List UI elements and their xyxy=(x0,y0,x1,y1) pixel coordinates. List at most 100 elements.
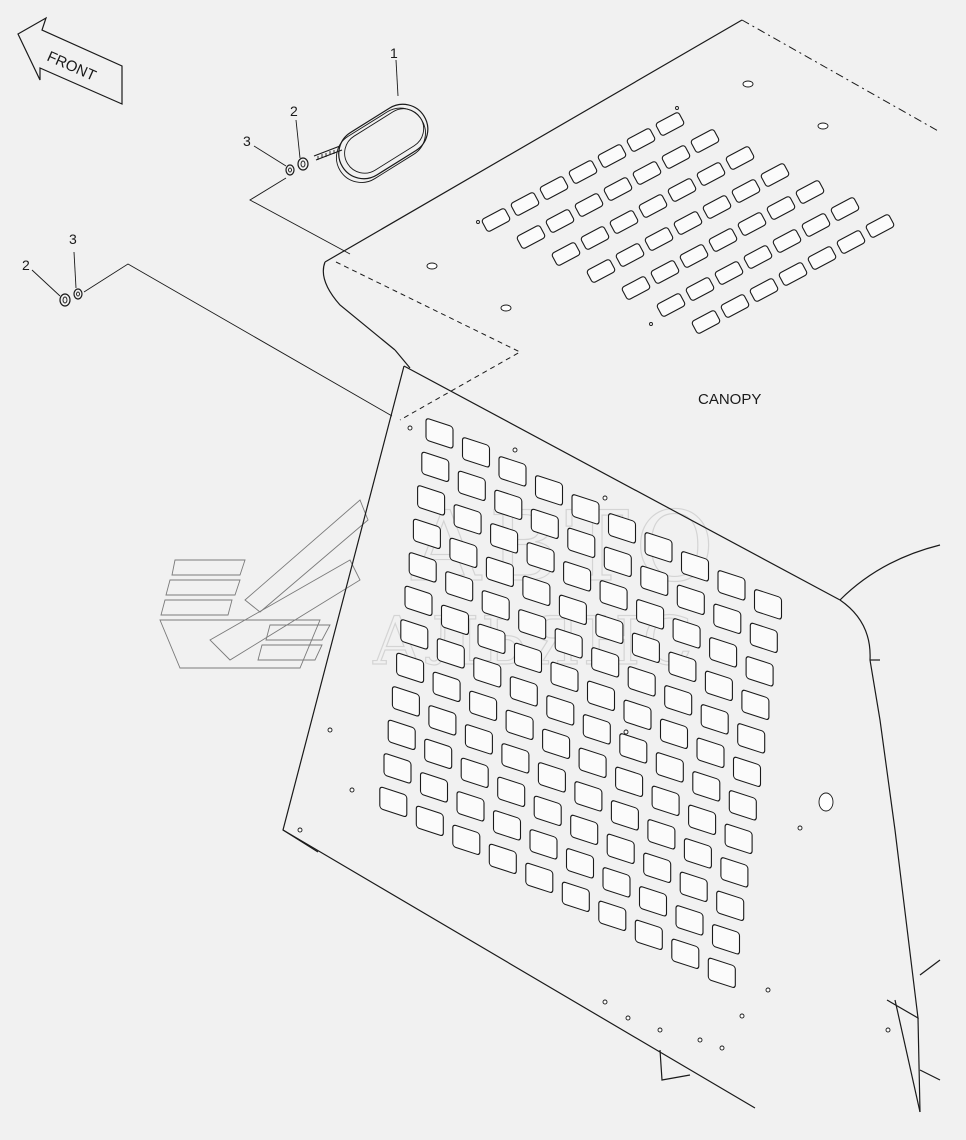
vent-slot xyxy=(720,857,749,888)
vent-slot xyxy=(498,456,527,487)
vent-slot xyxy=(636,599,665,630)
vent-slot xyxy=(610,800,639,831)
vent-slot xyxy=(737,212,767,236)
vent-slot xyxy=(795,180,825,204)
vent-slot xyxy=(627,666,656,697)
canopy-label: CANOPY xyxy=(698,391,761,408)
vent-slot xyxy=(464,724,493,755)
vent-slot xyxy=(391,686,420,717)
vent-slot xyxy=(647,819,676,850)
vent-slot xyxy=(672,618,701,649)
nut-top xyxy=(297,157,309,171)
vent-slot xyxy=(680,551,710,582)
vent-slot xyxy=(570,814,599,845)
vent-slot xyxy=(656,293,686,317)
vent-slot xyxy=(836,230,866,254)
vent-slot xyxy=(801,213,831,237)
vent-slot xyxy=(497,776,526,807)
vent-slot xyxy=(591,647,620,678)
vent-slot xyxy=(659,718,689,749)
callout-washer-left: 3 xyxy=(69,231,77,247)
vent-slot xyxy=(745,656,774,687)
vent-slot xyxy=(554,628,583,659)
vent-slot xyxy=(778,262,808,286)
vent-slot xyxy=(688,804,717,835)
vent-slot xyxy=(488,843,517,874)
vent-slot xyxy=(452,824,481,855)
vent-slot xyxy=(494,489,523,520)
vent-slot xyxy=(607,513,637,544)
vent-slot xyxy=(567,527,596,558)
vent-slot xyxy=(685,277,715,301)
vent-slot xyxy=(461,437,491,468)
vent-slot xyxy=(550,661,579,692)
vent-slot xyxy=(513,642,543,673)
vent-slot xyxy=(632,161,662,185)
vent-slot xyxy=(574,781,603,812)
vent-slot xyxy=(460,757,489,788)
vent-slot xyxy=(563,561,592,592)
rear-panel-holes xyxy=(297,425,891,1051)
vent-slot xyxy=(415,805,444,836)
vent-slot xyxy=(609,210,639,234)
washer-top xyxy=(285,164,295,176)
vent-slot xyxy=(400,619,429,650)
vent-slot xyxy=(638,886,668,917)
vent-slot xyxy=(510,192,540,216)
vent-slot xyxy=(456,791,485,822)
vent-slot xyxy=(807,246,837,270)
vent-slot xyxy=(453,504,482,535)
vent-slot xyxy=(582,714,611,745)
vent-slot xyxy=(580,226,610,250)
vent-slot xyxy=(530,508,559,539)
vent-slot xyxy=(673,211,703,235)
vent-slot xyxy=(638,194,668,218)
vent-slot xyxy=(477,623,506,654)
vent-slot xyxy=(749,278,779,302)
vent-slot xyxy=(383,753,412,784)
vent-slot xyxy=(440,604,470,635)
vent-slot xyxy=(603,546,632,577)
vent-slot xyxy=(664,685,693,716)
vent-slot xyxy=(692,771,721,802)
vent-slot xyxy=(518,609,547,640)
vent-slot xyxy=(661,145,691,169)
vent-slot xyxy=(731,179,761,203)
vent-slot xyxy=(720,294,750,318)
vent-slot xyxy=(615,766,644,797)
vent-slot xyxy=(529,829,558,860)
vent-slot xyxy=(655,112,685,136)
vent-slot xyxy=(724,823,753,854)
vent-slot xyxy=(558,594,587,625)
vent-slot xyxy=(425,418,454,449)
vent-slot xyxy=(449,537,478,568)
vent-slot xyxy=(473,657,502,688)
vent-slot xyxy=(760,163,790,187)
vent-slot xyxy=(526,542,555,573)
vent-slot xyxy=(432,671,461,702)
vent-slot xyxy=(743,245,773,269)
vent-slot xyxy=(424,738,453,769)
vent-slot xyxy=(623,699,652,730)
vent-slot xyxy=(753,589,783,620)
vent-slot xyxy=(679,244,709,268)
vent-slot xyxy=(696,737,725,768)
vent-slot xyxy=(551,242,581,266)
vent-slot xyxy=(586,259,616,283)
vent-slot xyxy=(603,177,633,201)
canopy-roof-panel xyxy=(322,19,941,421)
vent-slot xyxy=(568,160,598,184)
vent-slot xyxy=(615,243,645,267)
vent-slot xyxy=(650,260,680,284)
vent-slot xyxy=(700,704,729,735)
vent-slot xyxy=(421,451,450,482)
callout-nut-top: 2 xyxy=(290,103,298,119)
vent-slot xyxy=(565,848,595,879)
vent-slot xyxy=(533,795,562,826)
vent-slot xyxy=(621,276,651,300)
vent-slot xyxy=(595,613,624,644)
vent-slot xyxy=(481,590,510,621)
vent-slot xyxy=(643,852,672,883)
vent-slot xyxy=(539,176,569,200)
vent-slot xyxy=(651,785,680,816)
